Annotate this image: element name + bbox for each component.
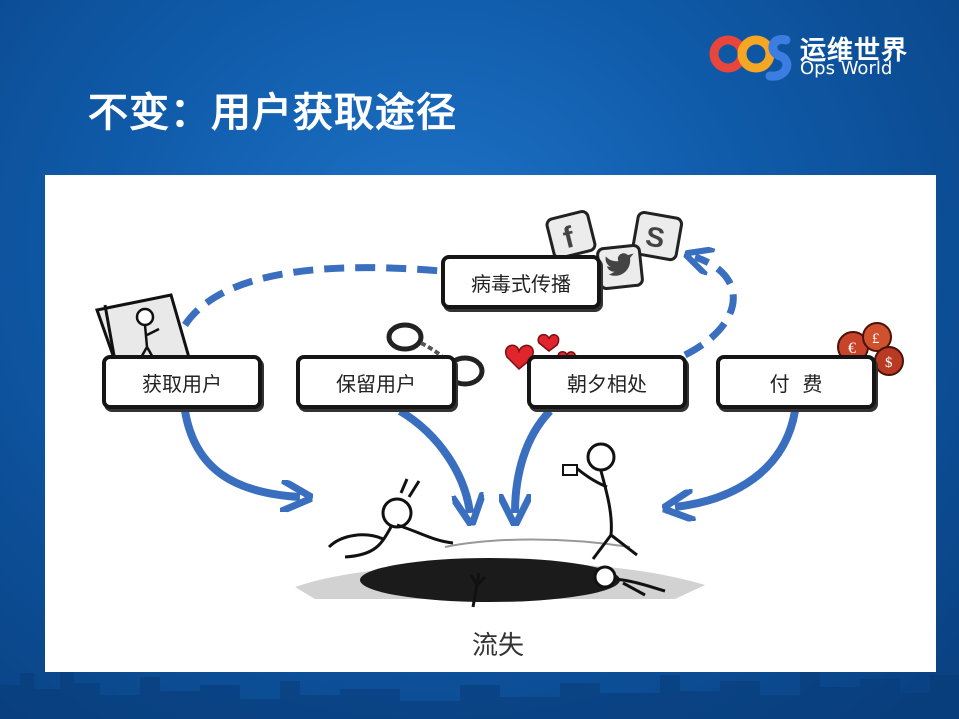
hand-in-hole-icon bbox=[469, 572, 487, 608]
social-icons-cluster: f S bbox=[545, 210, 684, 290]
brand-logo: 运维世界 Ops World bbox=[708, 26, 928, 90]
skype-icon: S bbox=[631, 210, 684, 262]
svg-text:€: € bbox=[848, 340, 856, 357]
node-engage-users: 朝夕相处 bbox=[527, 355, 687, 409]
logo-name-cn: 运维世界 bbox=[800, 36, 909, 66]
handcuffs-icon bbox=[386, 322, 485, 387]
churn-hole-illustration bbox=[295, 442, 705, 608]
twitter-icon bbox=[596, 244, 644, 290]
viral-loop-arc-right bbox=[685, 257, 737, 359]
svg-text:$: $ bbox=[885, 355, 893, 371]
falling-figure-icon bbox=[327, 478, 454, 559]
node-viral-spread: 病毒式传播 bbox=[441, 255, 601, 309]
viral-loop-arc-left bbox=[182, 264, 442, 327]
ops-logo-icon bbox=[709, 34, 792, 81]
facebook-icon: f bbox=[545, 210, 597, 260]
arrow-acquire-to-sink bbox=[181, 410, 300, 497]
clinging-figure-icon bbox=[593, 565, 666, 597]
coins-icon: € £ $ bbox=[837, 322, 904, 376]
door-figure-icon bbox=[95, 293, 192, 363]
node-retain-users: 保留用户 bbox=[296, 355, 456, 409]
svg-text:S: S bbox=[643, 220, 667, 254]
diagram-panel: € £ $ f S bbox=[45, 175, 936, 672]
node-acquire-users: 获取用户 bbox=[102, 355, 262, 409]
city-skyline-decoration bbox=[0, 667, 959, 719]
churn-label: 流失 bbox=[472, 631, 525, 661]
node-payment: 付 费 bbox=[716, 355, 876, 409]
slide-title: 不变：用户获取途径 bbox=[88, 90, 457, 136]
diagram-canvas: € £ $ f S bbox=[95, 210, 904, 608]
arrow-pay-to-sink bbox=[675, 410, 799, 507]
logo-name-en: Ops World bbox=[800, 58, 893, 79]
svg-text:£: £ bbox=[872, 331, 880, 347]
walking-figure-icon bbox=[562, 442, 638, 560]
arrow-retain-to-sink bbox=[397, 407, 470, 513]
arrow-engage-to-sink bbox=[515, 408, 553, 513]
